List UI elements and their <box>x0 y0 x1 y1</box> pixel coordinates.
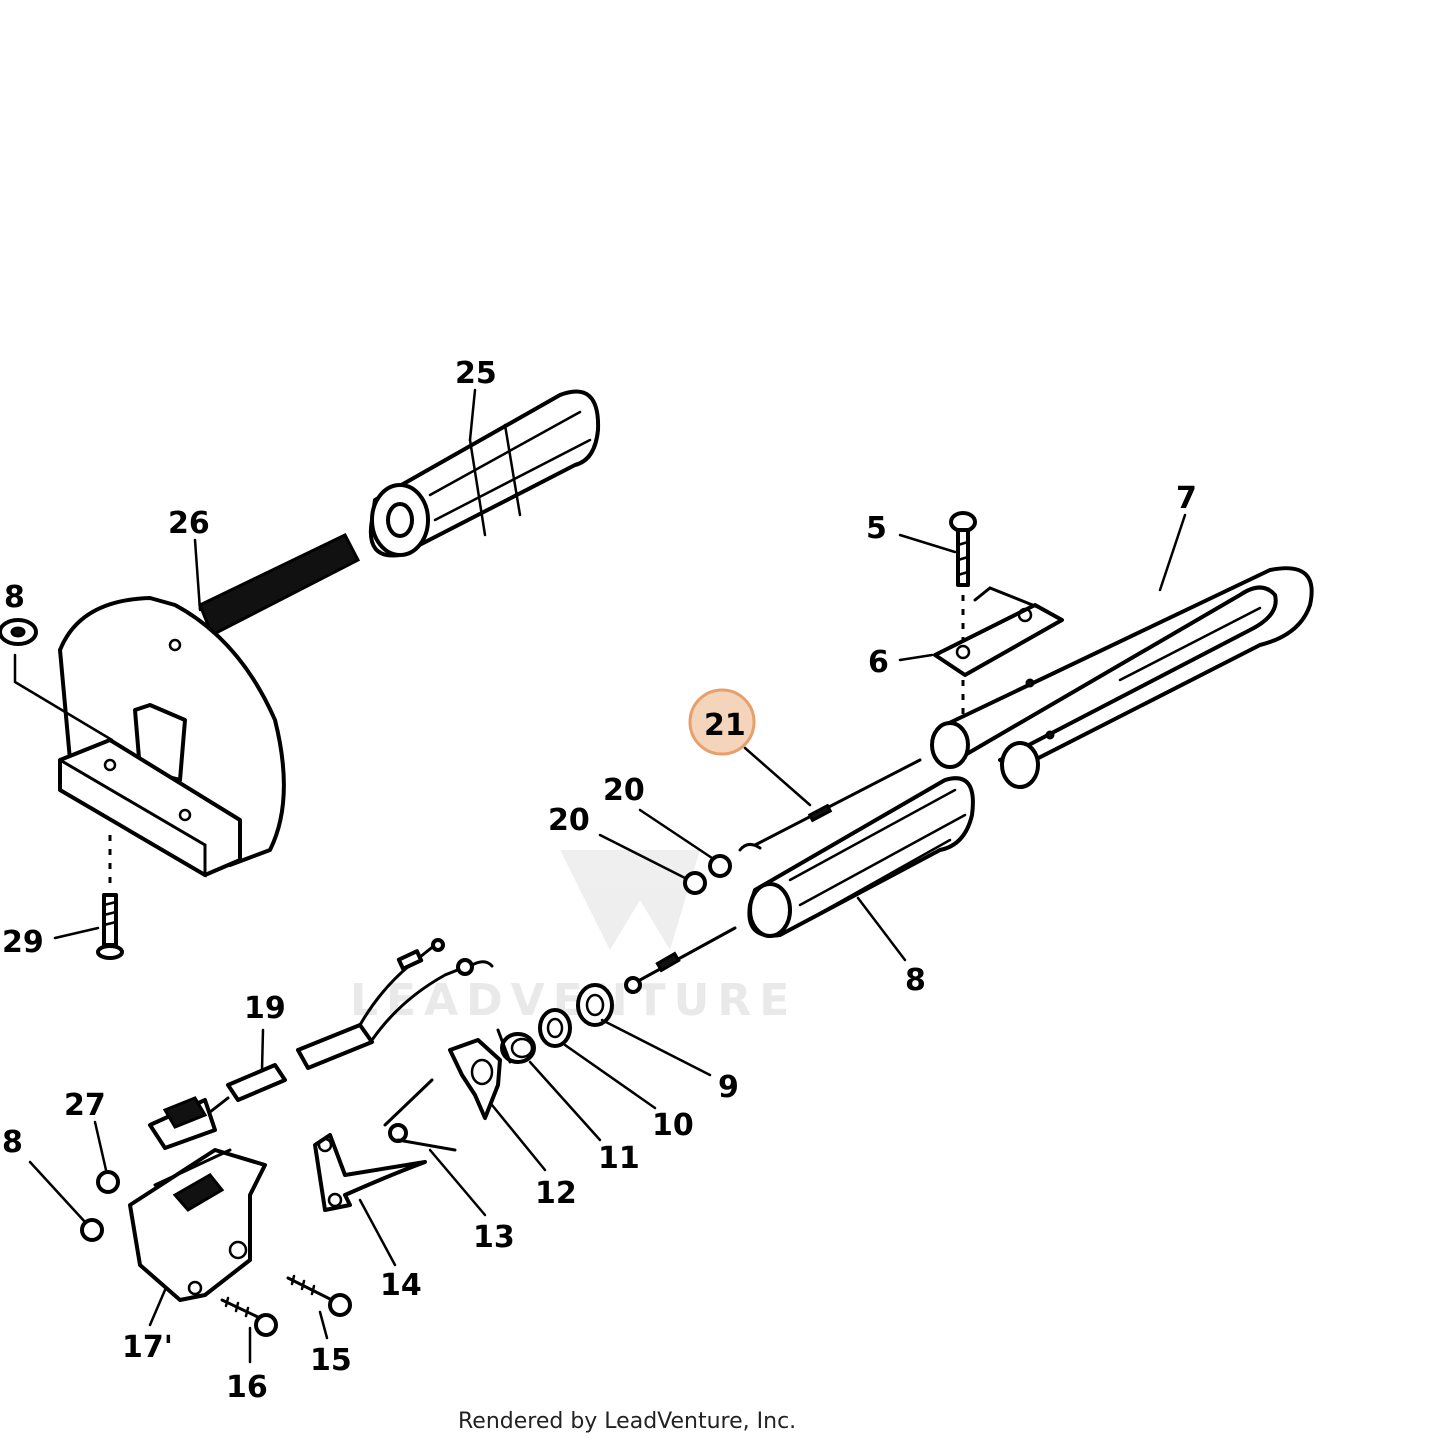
part-11-spring <box>496 1028 536 1064</box>
callout-21[interactable]: 21 <box>704 708 746 743</box>
callout-12[interactable]: 12 <box>535 1176 577 1211</box>
callout-29[interactable]: 29 <box>2 925 44 960</box>
callout-14[interactable]: 14 <box>380 1268 422 1303</box>
part-14-lever <box>313 1133 427 1212</box>
part-8-washer-top-left <box>0 618 38 646</box>
callout-10[interactable]: 10 <box>652 1108 694 1143</box>
callout-21-highlight[interactable] <box>688 688 756 756</box>
callout-9[interactable]: 9 <box>718 1070 739 1105</box>
part-15-bolt <box>286 1274 352 1317</box>
part-19-wire-harness <box>148 938 494 1150</box>
callouts: 25 26 5 7 6 21 20 20 8 9 10 11 12 13 14 … <box>2 356 1197 1405</box>
part-20-nuts <box>683 854 732 895</box>
callout-19[interactable]: 19 <box>244 991 286 1026</box>
watermark-text: LEADVENTURE <box>350 975 797 1026</box>
part-8-nut-bottom <box>80 1218 104 1242</box>
part-21-cable <box>738 758 922 852</box>
callout-20-upper[interactable]: 20 <box>603 773 645 808</box>
callout-27[interactable]: 27 <box>64 1088 106 1123</box>
part-29-bolt <box>96 835 124 960</box>
part-26-shield <box>58 533 361 878</box>
leadventure-watermark: LEADVENTURE <box>350 850 797 1026</box>
callout-7[interactable]: 7 <box>1176 481 1197 516</box>
part-17-housing <box>128 1148 267 1302</box>
callout-15[interactable]: 15 <box>310 1343 352 1378</box>
part-27-nut <box>96 1170 120 1194</box>
part-5-bolt <box>949 511 977 640</box>
leader-lines <box>13 388 1187 1364</box>
part-10-washer <box>538 1008 572 1048</box>
footer-credit: Rendered by LeadVenture, Inc. <box>458 1409 796 1434</box>
part-12-cam-plate <box>448 1038 502 1120</box>
callout-17[interactable]: 17' <box>122 1330 173 1365</box>
part-8-handle-grip <box>747 776 975 938</box>
part-13-spring <box>383 1078 457 1152</box>
callout-16[interactable]: 16 <box>226 1370 268 1405</box>
cable-rod <box>624 926 737 994</box>
callout-8-bottom[interactable]: 8 <box>2 1125 23 1160</box>
callout-8-top-left[interactable]: 8 <box>4 580 25 615</box>
part-16-bolt <box>220 1296 278 1337</box>
part-7-handle-tube <box>930 566 1314 789</box>
callout-6[interactable]: 6 <box>868 645 889 680</box>
callout-5[interactable]: 5 <box>866 511 887 546</box>
callout-11[interactable]: 11 <box>598 1141 640 1176</box>
part-6-clamp <box>933 586 1064 720</box>
part-9-washer <box>576 983 614 1027</box>
callout-20-lower[interactable]: 20 <box>548 803 590 838</box>
callout-8-grip[interactable]: 8 <box>905 963 926 998</box>
callout-13[interactable]: 13 <box>473 1220 515 1255</box>
part-25-grip <box>368 389 601 558</box>
callout-25[interactable]: 25 <box>455 356 497 391</box>
callout-26[interactable]: 26 <box>168 506 210 541</box>
